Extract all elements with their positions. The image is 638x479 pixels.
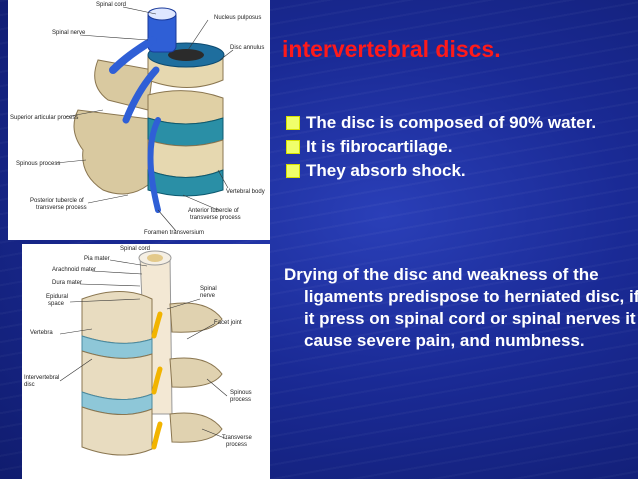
label-anterior-tubercle-2: transverse process <box>190 215 241 221</box>
bullet-square-icon <box>286 140 300 154</box>
label-spinous-process: Spinous process <box>16 161 60 167</box>
lumbar-spine-illustration: Spinal cord Pia mater Arachnoid mater Du… <box>24 246 252 456</box>
label-epidural-2: space <box>48 301 65 307</box>
bullet-text: It is fibrocartilage. <box>306 137 453 156</box>
label-anterior-tubercle-1: Anterior tubercle of <box>188 208 239 214</box>
label-posterior-tubercle-1: Posterior tubercle of <box>30 198 84 204</box>
label-posterior-tubercle-2: transverse process <box>36 205 87 211</box>
bullet-item: It is fibrocartilage. <box>284 136 624 158</box>
label-facet-joint: Facet joint <box>214 320 242 326</box>
label-spinal-nerve: Spinal nerve <box>52 30 86 36</box>
label-transverse-1: Transverse <box>222 435 252 441</box>
label-disc-annulus: Disc annulus <box>230 45 264 51</box>
body-paragraph: Drying of the disc and weakness of the l… <box>284 265 638 350</box>
label-vertebral-body: Vertebral body <box>226 189 265 195</box>
label-dura-mater: Dura mater <box>52 280 82 286</box>
label-spinal-cord-b: Spinal cord <box>120 246 150 252</box>
label-foramen-transversium: Foramen transversium <box>144 230 204 236</box>
bullet-list: The disc is composed of 90% water. It is… <box>284 112 624 184</box>
bullet-item: They absorb shock. <box>284 160 624 182</box>
cervical-spine-figure: Spinal cord Spinal nerve Nucleus pulposu… <box>8 0 270 240</box>
label-spinal-nerve-1: Spinal <box>200 286 217 292</box>
label-pia-mater: Pia mater <box>84 256 110 262</box>
label-intervertebral-1: Intervertebral <box>24 375 59 381</box>
label-spinous-1: Spinous <box>230 390 252 396</box>
label-superior-articular: Superior articular process <box>10 115 78 121</box>
bullet-text: They absorb shock. <box>306 161 466 180</box>
label-transverse-2: process <box>226 442 247 448</box>
label-intervertebral-2: disc <box>24 382 35 388</box>
bullet-square-icon <box>286 116 300 130</box>
bullet-text: The disc is composed of 90% water. <box>306 113 597 132</box>
bullet-item: The disc is composed of 90% water. <box>284 112 624 134</box>
label-spinal-nerve-2: nerve <box>200 293 216 299</box>
slide-title: intervertebral discs. <box>282 36 501 62</box>
label-spinous-2: process <box>230 397 251 403</box>
label-vertebra: Vertebra <box>30 330 53 336</box>
label-nucleus-pulposus: Nucleus pulposus <box>214 15 261 21</box>
lumbar-spine-figure: Spinal cord Pia mater Arachnoid mater Du… <box>22 244 270 479</box>
label-spinal-cord: Spinal cord <box>96 2 126 8</box>
label-epidural-1: Epidural <box>46 294 68 300</box>
bullet-square-icon <box>286 164 300 178</box>
cervical-spine-illustration: Spinal cord Spinal nerve Nucleus pulposu… <box>10 2 265 236</box>
label-arachnoid-mater: Arachnoid mater <box>52 267 96 273</box>
